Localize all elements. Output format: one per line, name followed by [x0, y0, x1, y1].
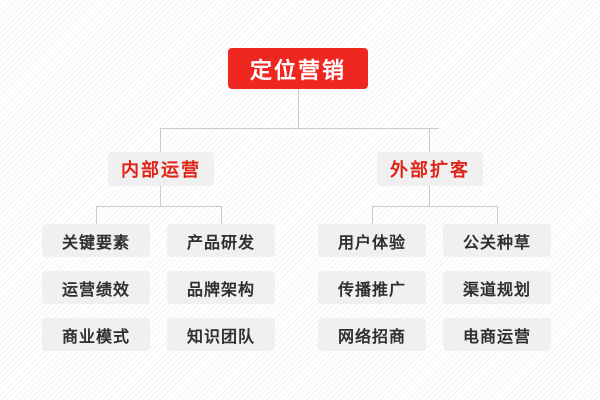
- leaf-node[interactable]: 传播推广: [318, 271, 426, 304]
- leaf-node[interactable]: 知识团队: [167, 318, 275, 351]
- leaf-node[interactable]: 渠道规划: [443, 271, 551, 304]
- leaf-node[interactable]: 关键要素: [42, 224, 150, 257]
- connector-right-leaf-bar: [372, 206, 497, 207]
- leaf-node[interactable]: 电商运营: [443, 318, 551, 351]
- branch-node-internal-operations[interactable]: 内部运营: [108, 152, 214, 186]
- connector-right-col2-drop: [497, 206, 498, 224]
- leaf-node[interactable]: 品牌架构: [167, 271, 275, 304]
- leaf-node[interactable]: 用户体验: [318, 224, 426, 257]
- leaf-node[interactable]: 公关种草: [443, 224, 551, 257]
- connector-branch-right-drop: [429, 128, 430, 152]
- leaf-node[interactable]: 运营绩效: [42, 271, 150, 304]
- connector-branch-bar: [160, 128, 439, 129]
- connector-left-col1-drop: [96, 206, 97, 224]
- connector-right-branch-stem: [429, 186, 430, 206]
- connector-root-stem: [298, 89, 299, 128]
- leaf-node[interactable]: 网络招商: [318, 318, 426, 351]
- connector-left-leaf-bar: [96, 206, 221, 207]
- root-node[interactable]: 定位营销: [228, 48, 368, 89]
- branch-node-external-acquisition[interactable]: 外部扩客: [377, 152, 483, 186]
- connector-left-col2-drop: [221, 206, 222, 224]
- connector-branch-left-drop: [160, 128, 161, 152]
- connector-right-col1-drop: [372, 206, 373, 224]
- connector-left-branch-stem: [160, 186, 161, 206]
- leaf-node[interactable]: 产品研发: [167, 224, 275, 257]
- leaf-node[interactable]: 商业模式: [42, 318, 150, 351]
